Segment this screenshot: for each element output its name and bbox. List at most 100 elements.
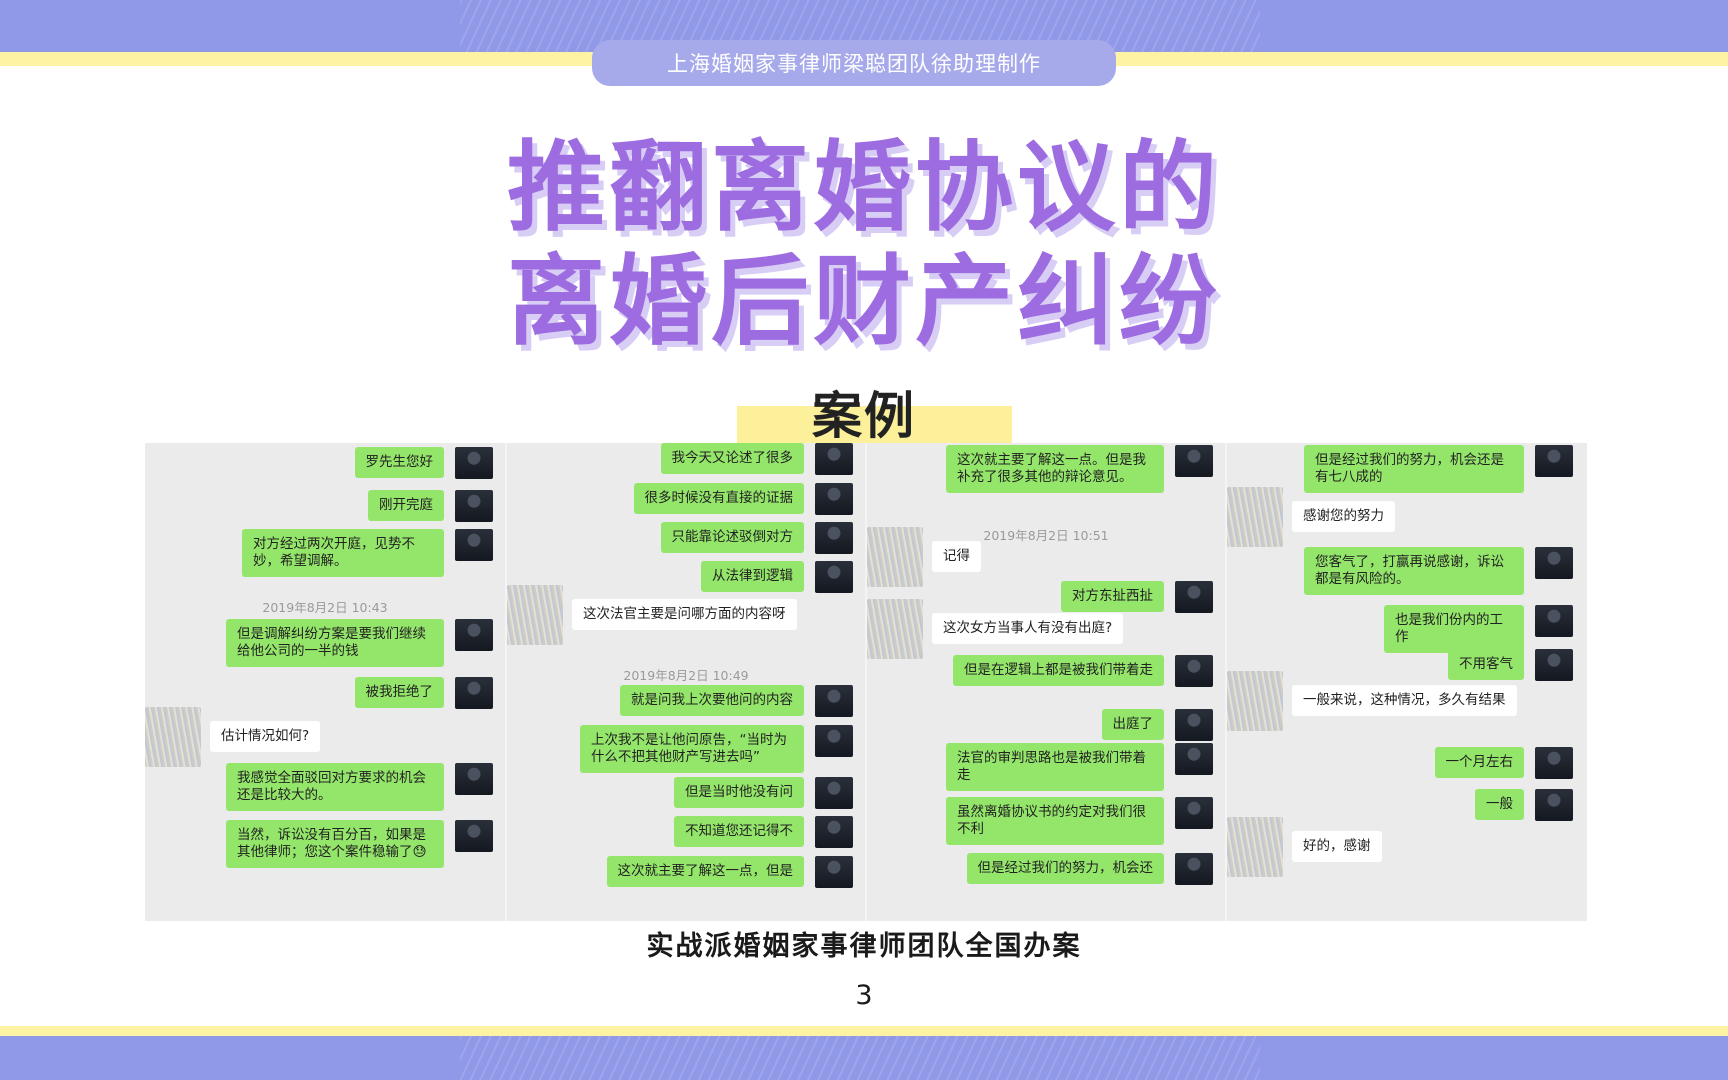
avatar [867,527,923,587]
avatar [507,585,563,645]
chat-message-sent: 但是经过我们的努力，机会还 [966,853,1213,885]
avatar [1535,605,1573,637]
avatar [455,820,493,852]
avatar [1175,655,1213,687]
chat-message-sent: 您客气了，打赢再说感谢，诉讼都是有风险的。 [1304,547,1573,595]
chat-bubble-text: 我今天又论述了很多 [660,443,804,474]
avatar [815,725,853,757]
chat-message-sent: 出庭了 [1101,709,1213,741]
avatar [1175,709,1213,741]
chat-bubble-text: 只能靠论述驳倒对方 [660,522,804,553]
chat-message-sent: 虽然离婚协议书的约定对我们很不利 [946,797,1213,845]
avatar [815,777,853,809]
avatar [1535,649,1573,681]
chat-bubble-text: 感谢您的努力 [1292,501,1395,532]
chat-bubble-text: 这次法官主要是问哪方面的内容呀 [572,599,797,630]
chat-message-received: 好的，感谢 [1227,817,1382,877]
chat-bubble-text: 一个月左右 [1434,747,1524,778]
chat-message-received: 感谢您的努力 [1227,487,1395,547]
chat-message-received: 估计情况如何? [145,707,321,767]
title-line-2: 离婚后财产纠纷 [506,245,1221,359]
chat-message-received: 这次女方当事人有没有出庭? [867,599,1124,659]
avatar [815,816,853,848]
chat-message-sent: 法官的审判思路也是被我们带着走 [946,743,1213,791]
footer-text: 实战派婚姻家事律师团队全国办案 [646,931,1082,962]
chat-timestamp: 2019年8月2日 10:49 [623,668,749,683]
chat-message-sent: 我感觉全面驳回对方要求的机会还是比较大的。 [226,763,493,811]
chat-bubble-text: 记得 [932,541,981,572]
chat-message-sent: 上次我不是让他问原告，“当时为什么不把其他财产写进去吗” [580,725,853,773]
chat-bubble-text: 上次我不是让他问原告，“当时为什么不把其他财产写进去吗” [580,725,804,773]
chat-message-sent: 被我拒绝了 [354,677,493,709]
chat-bubble-text: 这次女方当事人有没有出庭? [932,613,1124,644]
avatar [1175,743,1213,775]
chat-message-sent: 但是经过我们的努力，机会还是有七八成的 [1304,445,1573,493]
avatar [867,599,923,659]
avatar [815,685,853,717]
chat-bubble-text: 被我拒绝了 [354,677,444,708]
chat-bubble-text: 出庭了 [1101,709,1164,740]
chat-message-sent: 罗先生您好 [354,447,493,479]
chat-bubble-text: 这次就主要了解这一点。但是我补充了很多其他的辩论意见。 [946,445,1164,493]
chat-message-sent: 一般 [1475,789,1573,821]
chat-bubble-text: 刚开完庭 [368,490,444,521]
chat-bubble-text: 不知道您还记得不 [674,816,804,847]
chat-bubble-text: 估计情况如何? [210,721,321,752]
chat-message-sent: 对方东扯西扯 [1061,581,1213,613]
chat-bubble-text: 但是调解纠纷方案是要我们继续给他公司的一半的钱 [226,619,444,667]
avatar [815,522,853,554]
bottom-band-hatch [460,1036,1260,1080]
chat-bubble-text: 但是在逻辑上都是被我们带着走 [953,655,1164,686]
avatar [1175,445,1213,477]
chat-panel-3: 这次就主要了解这一点。但是我补充了很多其他的辩论意见。 2019年8月2日 10:… [865,443,1225,921]
chat-message-sent: 不知道您还记得不 [674,816,853,848]
chat-bubble-text: 但是经过我们的努力，机会还是有七八成的 [1304,445,1524,493]
avatar [1175,581,1213,613]
chat-bubble-text: 我感觉全面驳回对方要求的机会还是比较大的。 [226,763,444,811]
chat-panel-4: 但是经过我们的努力，机会还是有七八成的感谢您的努力您客气了，打赢再说感谢，诉讼都… [1225,443,1585,921]
avatar [455,529,493,561]
avatar [1227,817,1283,877]
avatar [815,856,853,888]
chat-message-sent: 也是我们份内的工作 [1384,605,1573,653]
chat-message-sent: 但是当时他没有问 [674,777,853,809]
chat-timestamp: 2019年8月2日 10:51 [983,528,1109,543]
chat-panel-2: 我今天又论述了很多很多时候没有直接的证据只能靠论述驳倒对方从法律到逻辑这次法官主… [505,443,865,921]
credit-banner: 上海婚姻家事律师梁聪团队徐助理制作 [592,40,1116,86]
title-line-1: 推翻离婚协议的 [506,131,1221,245]
chat-message-sent: 当然，诉讼没有百分百，如果是其他律师；您这个案件稳输了😓 [226,820,493,868]
chat-bubble-text: 法官的审判思路也是被我们带着走 [946,743,1164,791]
page-number: 3 [855,980,873,1011]
chat-message-received: 记得 [867,527,981,587]
chat-bubble-text: 好的，感谢 [1292,831,1382,862]
avatar [1535,789,1573,821]
chat-bubble-text: 对方东扯西扯 [1061,581,1164,612]
avatar [1227,487,1283,547]
avatar [815,561,853,593]
chat-message-sent: 一个月左右 [1434,747,1573,779]
chat-message-sent: 刚开完庭 [368,490,493,522]
avatar [1535,547,1573,579]
chat-message-sent: 这次就主要了解这一点，但是 [606,856,853,888]
avatar [1175,853,1213,885]
chat-bubble-text: 罗先生您好 [354,447,444,478]
chat-bubble-text: 一般来说，这种情况，多久有结果 [1292,685,1517,716]
chat-bubble-text: 但是当时他没有问 [674,777,804,808]
avatar [1227,671,1283,731]
chat-bubble-text: 您客气了，打赢再说感谢，诉讼都是有风险的。 [1304,547,1524,595]
avatar [455,619,493,651]
chat-message-received: 一般来说，这种情况，多久有结果 [1227,671,1517,731]
avatar [815,483,853,515]
chat-message-sent: 不用客气 [1448,649,1573,681]
chat-bubble-text: 就是问我上次要他问的内容 [620,685,804,716]
avatar [815,443,853,475]
chat-message-sent: 从法律到逻辑 [701,561,853,593]
chat-bubble-text: 但是经过我们的努力，机会还 [966,853,1164,884]
chat-panel-1: 罗先生您好刚开完庭对方经过两次开庭，见势不妙，希望调解。2019年8月2日 10… [145,443,505,921]
case-highlight [737,406,1012,446]
chat-message-sent: 对方经过两次开庭，见势不妙，希望调解。 [242,529,493,577]
chat-bubble-text: 对方经过两次开庭，见势不妙，希望调解。 [242,529,444,577]
bottom-stripe [0,1026,1728,1036]
chat-bubble-text: 一般 [1475,789,1524,820]
